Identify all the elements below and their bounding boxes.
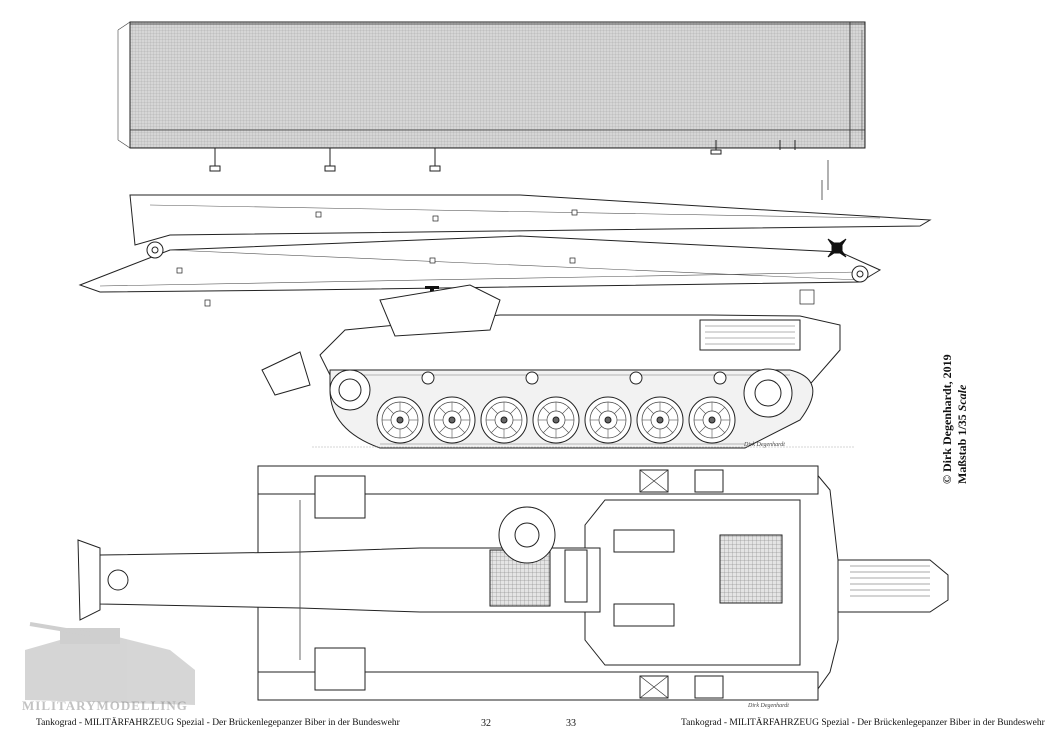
watermark-text: MILITARYMODELLING: [22, 698, 188, 713]
footer-right: Tankograd - MILITÄRFAHRZEUG Spezial - De…: [681, 718, 1045, 728]
page-number-right: 33: [566, 718, 576, 729]
copyright-block: © Dirk Degenhardt, 2019 Maßstab 1/35 Sca…: [940, 354, 970, 484]
scale-text: Maßstab 1/35 Scale: [955, 354, 970, 484]
page-number-left: 32: [481, 718, 491, 729]
copyright-text: © Dirk Degenhardt, 2019: [940, 354, 954, 484]
vehicle-side-view: [78, 160, 932, 449]
scale-suffix: Scale: [955, 384, 969, 412]
vehicle-top-view: [77, 465, 949, 701]
bridge-top-view: [117, 21, 866, 172]
top-view-signature: Dirk Degenhardt: [748, 703, 789, 709]
footer-left: Tankograd - MILITÄRFAHRZEUG Spezial - De…: [36, 718, 400, 728]
iron-cross-marking: [827, 238, 847, 258]
tank-silhouette-watermark: [25, 622, 195, 705]
scale-prefix: Maßstab 1/35: [955, 414, 969, 484]
side-view-signature: Dirk Degenhardt: [744, 442, 785, 448]
